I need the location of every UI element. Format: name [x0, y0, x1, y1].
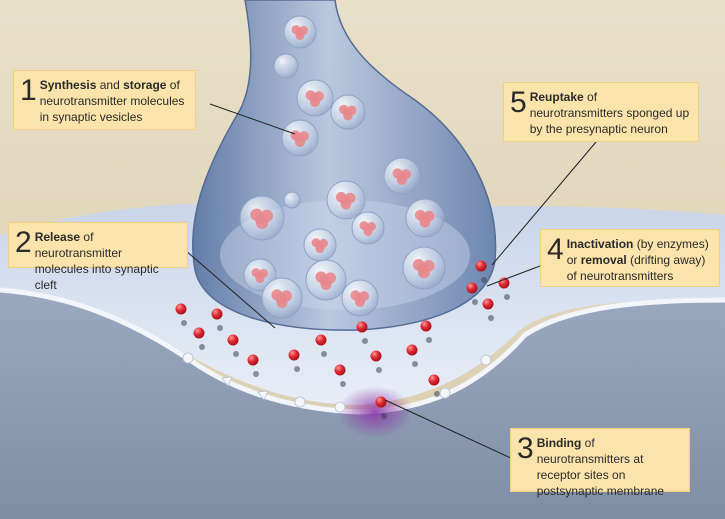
callout-4-bold2: removal: [580, 253, 627, 267]
callout-release: 2 Release of neurotransmitter molecules …: [8, 222, 188, 292]
vesicle-molecule: [275, 292, 287, 304]
callout-5-number: 5: [510, 86, 527, 119]
molecule-shadow: [504, 294, 510, 300]
callout-1-mid: and: [96, 78, 124, 92]
vesicle-molecule: [342, 107, 352, 117]
molecule-shadow: [426, 337, 432, 343]
callout-5-rest: of neurotransmitters sponged up by the p…: [529, 90, 690, 136]
molecule-shadow: [340, 381, 346, 387]
neurotransmitter: [482, 298, 494, 310]
neurotransmitter: [370, 350, 382, 362]
molecule-shadow: [488, 315, 494, 321]
neurotransmitter: [475, 260, 487, 272]
molecule-shadow: [434, 391, 440, 397]
vesicle-molecule: [354, 292, 365, 304]
neurotransmitter: [288, 349, 300, 361]
neurotransmitter: [334, 364, 346, 376]
callout-3-text: Binding of neurotransmitters at receptor…: [537, 435, 681, 499]
callout-4-rest: (drifting away) of neurotransmitters: [566, 253, 706, 283]
callout-1-text: Synthesis and storage of neurotransmitte…: [40, 77, 187, 125]
molecule-shadow: [381, 413, 387, 419]
molecule-shadow: [472, 299, 478, 305]
molecule-shadow: [412, 361, 418, 367]
callout-1-bold2: storage: [123, 78, 167, 92]
callout-5-bold: Reuptake: [529, 90, 584, 104]
callout-3-number: 3: [517, 432, 534, 465]
neurotransmitter: [420, 320, 432, 332]
callout-inactivation-removal: 4 Inactivation (by enzymes) or removal (…: [540, 229, 720, 287]
neurotransmitter: [247, 354, 259, 366]
vesicle-molecule: [309, 92, 320, 104]
neurotransmitter: [227, 334, 239, 346]
neurotransmitter: [175, 303, 187, 315]
vesicle-molecule: [362, 223, 372, 233]
molecule-shadow: [253, 371, 259, 377]
neurotransmitter: [193, 327, 205, 339]
callout-4-bold: Inactivation: [566, 237, 634, 251]
neurotransmitter: [356, 321, 368, 333]
neurotransmitter: [406, 344, 418, 356]
vesicle-molecule: [339, 194, 351, 206]
molecule-shadow: [376, 367, 382, 373]
callout-3-bold: Binding: [536, 436, 582, 450]
callout-binding: 3 Binding of neurotransmitters at recept…: [510, 428, 690, 498]
molecule-shadow: [199, 344, 205, 350]
vesicle-molecule: [294, 27, 304, 37]
vesicle-molecule: [319, 274, 331, 286]
molecule-shadow: [481, 277, 487, 283]
neurotransmitter: [211, 308, 223, 320]
vesicle-molecule: [314, 240, 324, 250]
molecule-shadow: [181, 320, 187, 326]
vesicle-molecule: [396, 170, 407, 182]
callout-1-bold: Synthesis: [39, 78, 97, 92]
molecule-shadow: [294, 366, 300, 372]
vesicle-molecule: [254, 270, 264, 280]
vesicle: [283, 191, 301, 209]
molecule-shadow: [217, 325, 223, 331]
callout-3-rest: of neurotransmitters at receptor sites o…: [536, 436, 665, 498]
neurotransmitter: [375, 396, 387, 408]
vesicle-molecule: [294, 132, 305, 144]
synaptic-vesicles: [239, 15, 446, 319]
molecule-shadow: [321, 351, 327, 357]
receptor-site: [337, 386, 413, 438]
callout-2-number: 2: [15, 226, 32, 259]
callout-4-number: 4: [547, 233, 564, 266]
vesicle: [273, 53, 299, 79]
callout-4-mid: (by enzymes) or: [566, 237, 709, 267]
callout-5-text: Reuptake of neurotransmitters sponged up…: [530, 89, 690, 137]
callout-2-rest: of neurotransmitter molecules into synap…: [34, 230, 159, 292]
callout-1-rest: of neurotransmitter molecules in synapti…: [39, 78, 185, 124]
vesicle-molecule: [418, 212, 430, 224]
molecule-shadow: [233, 351, 239, 357]
molecule-shadow: [362, 338, 368, 344]
callout-reuptake: 5 Reuptake of neurotransmitters sponged …: [503, 82, 699, 142]
neurotransmitter: [466, 282, 478, 294]
callout-synthesis-storage: 1 Synthesis and storage of neurotransmit…: [13, 70, 196, 130]
vesicle-molecule: [254, 211, 268, 225]
callout-4-text: Inactivation (by enzymes) or removal (dr…: [567, 236, 711, 284]
neurotransmitter: [428, 374, 440, 386]
neurotransmitter: [315, 334, 327, 346]
callout-2-bold: Release: [34, 230, 81, 244]
callout-1-number: 1: [20, 74, 37, 107]
vesicle-molecule: [417, 262, 429, 274]
callout-2-text: Release of neurotransmitter molecules in…: [35, 229, 179, 293]
